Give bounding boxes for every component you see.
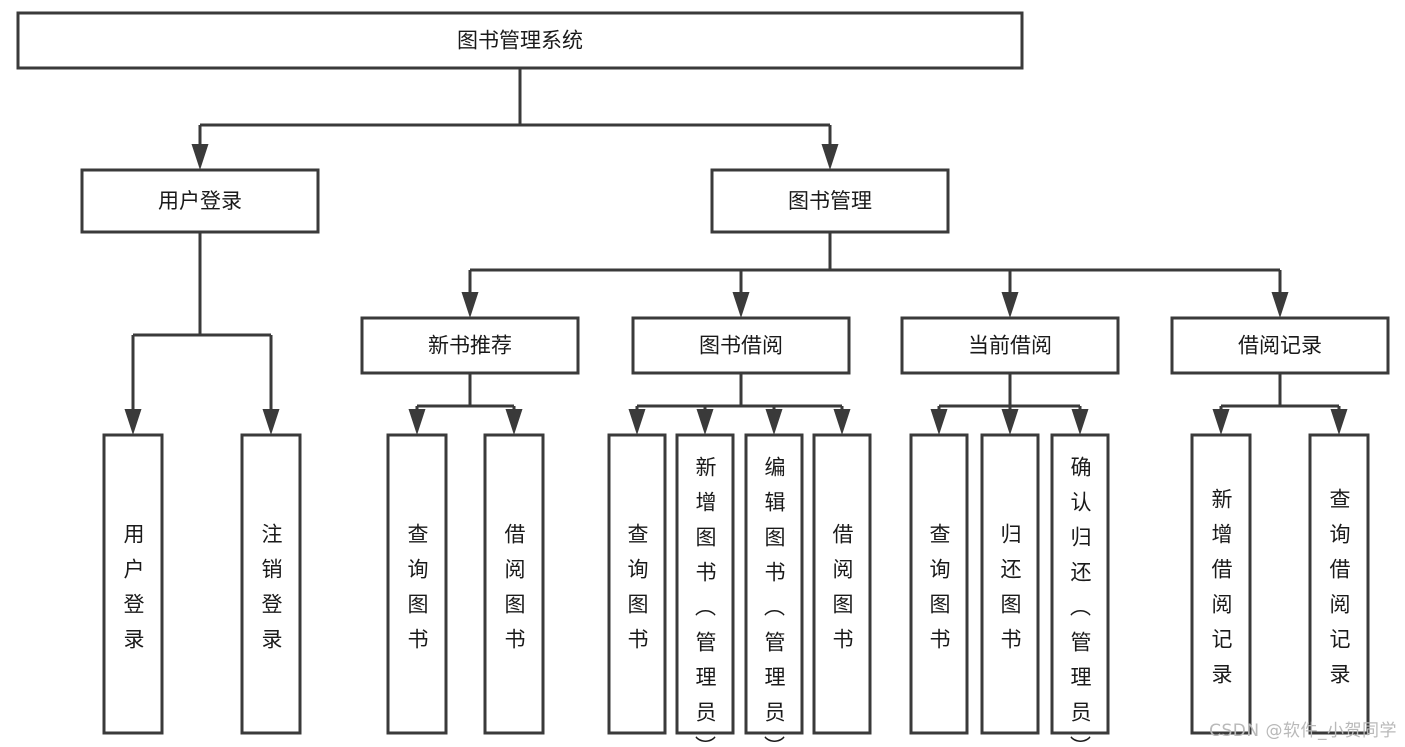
node-leaf-add-record[interactable]: 新增借阅记录 <box>1190 433 1252 735</box>
node-current-borrow[interactable]: 当前借阅 <box>900 316 1120 375</box>
node-box[interactable] <box>710 168 950 234</box>
node-leaf-add-book[interactable]: 新增图书（管理员） <box>675 433 735 747</box>
node-label: 查询借阅记录 <box>1330 487 1351 686</box>
arrow-head-icon <box>765 409 783 435</box>
node-label: 用户登录 <box>124 522 145 651</box>
node-box[interactable] <box>909 433 969 735</box>
node-box[interactable] <box>980 433 1040 735</box>
arrow-head-icon <box>821 144 839 170</box>
node-leaf-borrow-book-1[interactable]: 借阅图书 <box>483 433 545 735</box>
node-user-login[interactable]: 用户登录 <box>80 168 320 234</box>
arrow-head-icon <box>930 409 948 435</box>
node-box[interactable] <box>386 433 448 735</box>
node-box[interactable] <box>1050 433 1110 735</box>
node-leaf-query-book-3[interactable]: 查询图书 <box>909 433 969 735</box>
arrow-head-icon <box>628 409 646 435</box>
node-box[interactable] <box>16 11 1024 70</box>
arrow-head-icon <box>1001 292 1019 318</box>
node-label: 查询图书 <box>930 522 951 651</box>
node-leaf-confirm-return[interactable]: 确认归还（管理员） <box>1050 433 1110 747</box>
arrow-head-icon <box>461 292 479 318</box>
node-layer: 图书管理系统用户登录图书管理新书推荐图书借阅当前借阅借阅记录用户登录注销登录查询… <box>16 11 1390 747</box>
arrow-head-icon <box>1071 409 1089 435</box>
node-book-borrow[interactable]: 图书借阅 <box>631 316 851 375</box>
node-label: 新书推荐 <box>428 334 512 358</box>
node-label: 编辑图书（管理员） <box>764 455 786 747</box>
node-box[interactable] <box>900 316 1120 375</box>
node-box[interactable] <box>1170 316 1390 375</box>
arrow-head-icon <box>833 409 851 435</box>
node-label: 确认归还（管理员） <box>1070 455 1092 747</box>
arrow-head-icon <box>262 409 280 435</box>
node-box[interactable] <box>631 316 851 375</box>
csdn-watermark: CSDN @软件_小贺同学 <box>1209 721 1397 741</box>
arrow-head-icon <box>124 409 142 435</box>
node-box[interactable] <box>1190 433 1252 735</box>
arrow-head-icon <box>1330 409 1348 435</box>
arrow-head-icon <box>1001 409 1019 435</box>
arrow-head-icon <box>191 144 209 170</box>
node-leaf-user-login[interactable]: 用户登录 <box>102 433 164 735</box>
arrow-head-icon <box>696 409 714 435</box>
node-leaf-return-book[interactable]: 归还图书 <box>980 433 1040 735</box>
node-label: 注销登录 <box>262 522 283 651</box>
node-label: 归还图书 <box>1001 522 1022 651</box>
node-label: 查询图书 <box>628 522 649 651</box>
node-root[interactable]: 图书管理系统 <box>16 11 1024 70</box>
node-leaf-query-record[interactable]: 查询借阅记录 <box>1308 433 1370 735</box>
node-box[interactable] <box>607 433 667 735</box>
node-leaf-borrow-book-2[interactable]: 借阅图书 <box>812 433 872 735</box>
node-label: 借阅记录 <box>1238 334 1322 358</box>
node-box[interactable] <box>360 316 580 375</box>
arrow-head-icon <box>1212 409 1230 435</box>
node-label: 图书管理系统 <box>457 29 583 53</box>
arrow-head-icon <box>1271 292 1289 318</box>
node-leaf-user-logout[interactable]: 注销登录 <box>240 433 302 735</box>
node-label: 借阅图书 <box>505 522 526 651</box>
node-leaf-edit-book[interactable]: 编辑图书（管理员） <box>744 433 804 747</box>
node-label: 借阅图书 <box>833 522 854 651</box>
arrow-head-icon <box>408 409 426 435</box>
node-label: 查询图书 <box>408 522 429 651</box>
node-new-book-rec[interactable]: 新书推荐 <box>360 316 580 375</box>
arrow-head-icon <box>505 409 523 435</box>
node-label: 新增图书（管理员） <box>695 455 717 747</box>
node-label: 用户登录 <box>158 189 242 213</box>
node-label: 图书借阅 <box>699 334 783 358</box>
node-box[interactable] <box>1308 433 1370 735</box>
node-label: 新增借阅记录 <box>1212 487 1233 686</box>
node-label: 当前借阅 <box>968 334 1052 358</box>
node-box[interactable] <box>102 433 164 735</box>
node-box[interactable] <box>240 433 302 735</box>
node-box[interactable] <box>80 168 320 234</box>
node-label: 图书管理 <box>788 189 872 213</box>
arrow-head-icon <box>732 292 750 318</box>
node-box[interactable] <box>483 433 545 735</box>
node-box[interactable] <box>675 433 735 735</box>
node-leaf-query-book-2[interactable]: 查询图书 <box>607 433 667 735</box>
node-book-manage[interactable]: 图书管理 <box>710 168 950 234</box>
node-borrow-record[interactable]: 借阅记录 <box>1170 316 1390 375</box>
node-box[interactable] <box>744 433 804 735</box>
node-leaf-query-book-1[interactable]: 查询图书 <box>386 433 448 735</box>
edge-layer <box>124 68 1348 435</box>
node-box[interactable] <box>812 433 872 735</box>
